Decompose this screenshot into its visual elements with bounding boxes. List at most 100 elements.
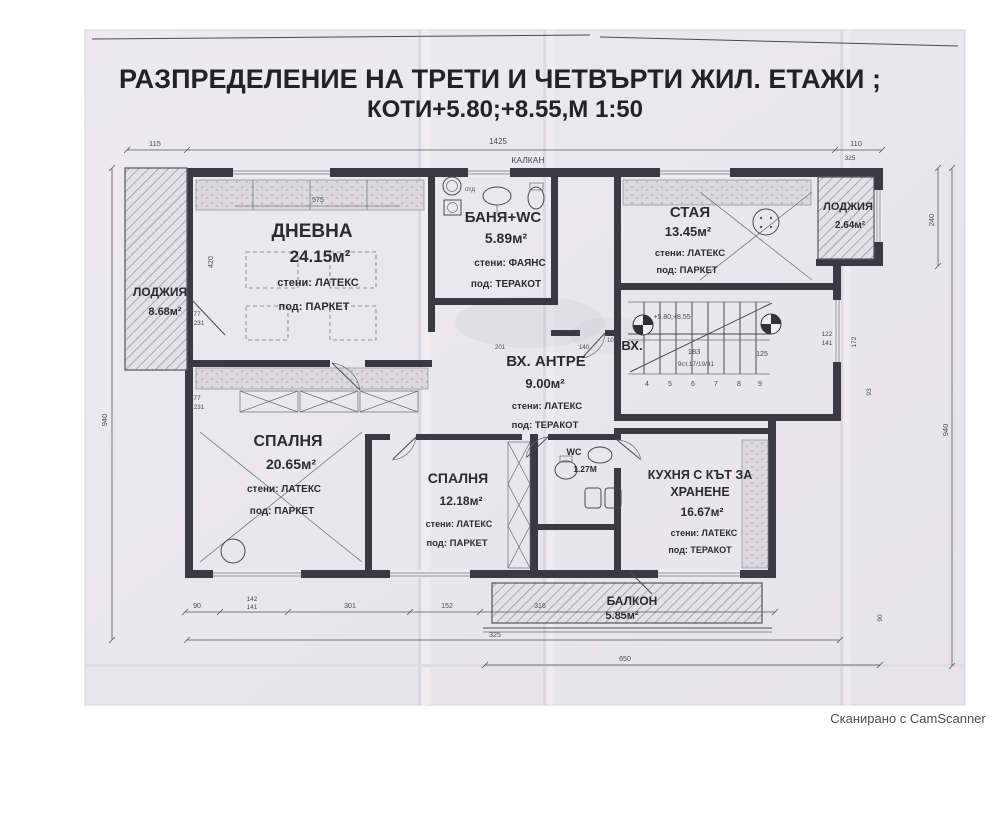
svg-text:КУХНЯ С КЪТ ЗА: КУХНЯ С КЪТ ЗА — [648, 468, 753, 482]
svg-text:5.85м²: 5.85м² — [605, 610, 639, 622]
room-area: 24.15м² — [290, 247, 351, 266]
dim-label: 122 — [822, 331, 833, 338]
svg-text:ЛОДЖИЯ: ЛОДЖИЯ — [133, 285, 187, 299]
wc-fixtures — [554, 446, 622, 509]
drawing-title: РАЗПРЕДЕЛЕНИЕ НА ТРЕТИ И ЧЕТВЪРТИ ЖИЛ. Е… — [119, 64, 881, 94]
loggia-right-area — [817, 176, 875, 260]
svg-text:142: 142 — [247, 596, 258, 603]
room-name: ДНЕВНА — [271, 221, 352, 242]
svg-text:под: ПАРКЕТ: под: ПАРКЕТ — [250, 506, 314, 517]
room-floor: под: ПАРКЕТ — [279, 301, 350, 313]
room-spalnya1-label: СПАЛНЯ 20.65м² стени: ЛАТЕКС под: ПАРКЕТ — [247, 433, 323, 517]
svg-text:110: 110 — [850, 139, 862, 148]
svg-text:стени: ФАЯНС: стени: ФАЯНС — [474, 258, 545, 269]
svg-text:СПАЛНЯ: СПАЛНЯ — [253, 433, 322, 450]
svg-text:20.65м²: 20.65м² — [266, 456, 316, 472]
boiler-symbol — [442, 176, 462, 196]
svg-text:77: 77 — [193, 395, 201, 402]
svg-text:7: 7 — [714, 381, 718, 388]
svg-text:13.45м²: 13.45м² — [665, 224, 712, 239]
svg-text:1425: 1425 — [489, 137, 507, 146]
svg-text:1.27М: 1.27М — [573, 464, 597, 474]
staircase — [628, 301, 773, 375]
dim-label: 141 — [822, 340, 833, 347]
svg-text:420: 420 — [208, 256, 215, 268]
stair-step-numbers: 4 5 6 7 8 9 — [645, 381, 762, 388]
svg-text:БАЛКОН: БАЛКОН — [607, 594, 658, 608]
svg-text:8: 8 — [737, 381, 741, 388]
svg-text:стени: ЛАТЕКС: стени: ЛАТЕКС — [247, 484, 321, 495]
stair-dim: 125 — [756, 351, 768, 358]
toilet-symbol — [527, 186, 545, 210]
svg-text:стени: ЛАТЕКС: стени: ЛАТЕКС — [655, 248, 725, 259]
svg-text:СТАЯ: СТАЯ — [670, 204, 710, 221]
elevation-marker-icon — [760, 313, 782, 335]
svg-text:90: 90 — [193, 603, 201, 610]
room-staya-label: СТАЯ 13.45м² стени: ЛАТЕКС под: ПАРКЕТ — [655, 204, 725, 276]
svg-text:575: 575 — [312, 197, 324, 204]
svg-text:316: 316 — [534, 603, 546, 610]
otd-label: отд — [465, 186, 475, 193]
svg-text:172: 172 — [851, 336, 858, 347]
elevation-marker-icon — [632, 314, 654, 336]
kalkan-label: КАЛКАН — [511, 155, 544, 165]
svg-text:под: ТЕРАКОТ: под: ТЕРАКОТ — [512, 420, 579, 431]
svg-text:77: 77 — [193, 311, 201, 318]
loggia-left-area — [124, 167, 188, 371]
room-fixtures — [220, 208, 780, 564]
svg-text:141: 141 — [247, 604, 258, 611]
drawing-subtitle: КОТИ+5.80;+8.55,М 1:50 — [367, 96, 643, 123]
svg-text:5.89м²: 5.89м² — [485, 230, 528, 246]
svg-text:под: ПАРКЕТ: под: ПАРКЕТ — [656, 265, 717, 276]
room-loggia-right-label: ЛОДЖИЯ 2.64м² — [823, 201, 873, 231]
svg-text:650: 650 — [619, 656, 631, 663]
room-balcony-label: БАЛКОН 5.85м² — [605, 594, 657, 622]
balcony-area — [491, 582, 763, 624]
svg-text:СПАЛНЯ: СПАЛНЯ — [428, 470, 488, 486]
svg-text:БАНЯ+WC: БАНЯ+WC — [465, 209, 542, 226]
svg-text:ВХ. АНТРЕ: ВХ. АНТРЕ — [506, 353, 585, 370]
toilet-symbol — [554, 460, 578, 480]
wardrobe-bands — [195, 179, 812, 569]
elevations-note: +5.80;+8.55 — [653, 314, 690, 321]
round-table-symbol — [752, 208, 780, 236]
dim-label: 140 — [579, 345, 590, 351]
paper-crease-line — [91, 34, 591, 40]
room-loggia-left-label: ЛОДЖИЯ 8.68м² — [133, 285, 187, 318]
paper-folds — [85, 30, 965, 705]
room-banya-label: БАНЯ+WC 5.89м² стени: ФАЯНС под: ТЕРАКОТ — [465, 209, 546, 290]
camscanner-watermark: Сканирано с CamScanner — [830, 711, 986, 726]
svg-text:6: 6 — [691, 381, 695, 388]
svg-text:WC: WC — [567, 447, 582, 457]
door-symbols — [191, 299, 653, 595]
basin-symbol — [604, 487, 622, 509]
basin-symbol — [584, 487, 602, 509]
room-wc-label: WC 1.27М — [567, 447, 597, 474]
svg-text:152: 152 — [441, 603, 453, 610]
room-dnevna-label: ДНЕВНА 24.15м² стени: ЛАТЕКС под: ПАРКЕТ — [271, 221, 358, 313]
dimension-lines: 115 1425 110 325 575 940 420 77 231 77 2… — [100, 137, 956, 670]
svg-text:стени: ЛАТЕКС: стени: ЛАТЕКС — [671, 528, 738, 538]
window-symbols — [213, 168, 883, 578]
svg-text:ЛОДЖИЯ: ЛОДЖИЯ — [823, 201, 873, 213]
room-kitchen-label: КУХНЯ С КЪТ ЗА ХРАНЕНЕ 16.67м² стени: ЛА… — [648, 468, 753, 555]
entrance-label: ВХ. — [621, 338, 642, 353]
svg-text:325: 325 — [489, 632, 501, 639]
round-table-symbol — [220, 538, 246, 564]
svg-text:8.68м²: 8.68м² — [148, 306, 182, 318]
svg-text:115: 115 — [149, 139, 161, 148]
interior-walls — [187, 177, 841, 577]
paper-crease-line — [599, 36, 959, 47]
stair-dim: 183 — [688, 347, 701, 356]
svg-text:16.67м²: 16.67м² — [681, 505, 724, 519]
svg-text:стени: ЛАТЕКС: стени: ЛАТЕКС — [512, 401, 582, 412]
svg-text:под: ТЕРАКОТ: под: ТЕРАКОТ — [668, 545, 732, 555]
svg-text:240: 240 — [927, 214, 936, 227]
svg-text:под: ТЕРАКОТ: под: ТЕРАКОТ — [471, 279, 541, 290]
svg-text:4: 4 — [645, 381, 649, 388]
svg-text:940: 940 — [100, 414, 109, 427]
svg-text:2.64м²: 2.64м² — [835, 220, 866, 231]
dim-label: 107 — [607, 338, 618, 344]
